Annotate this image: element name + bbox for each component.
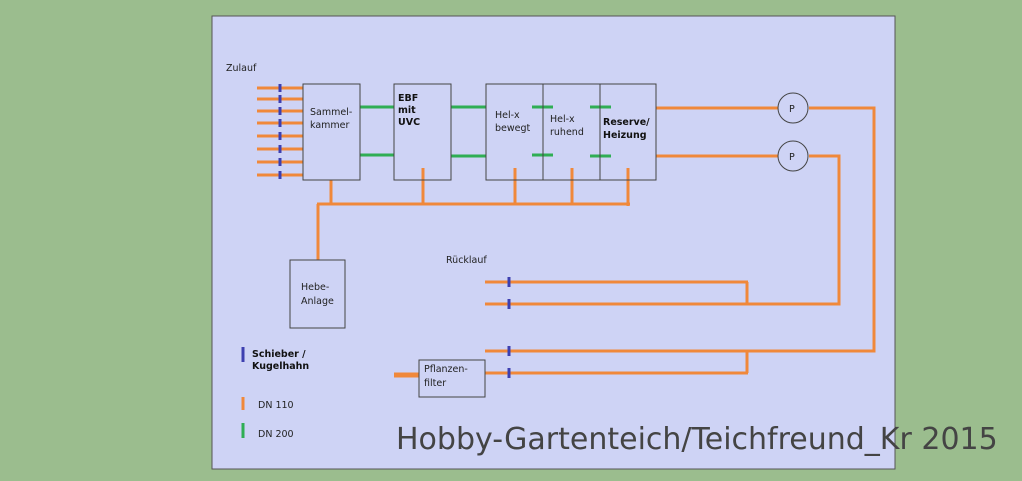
ebf-label: UVC — [398, 117, 420, 128]
pump-2 — [777, 140, 809, 172]
return-label: Rücklauf — [446, 255, 487, 266]
pump-1-label: P — [789, 104, 795, 115]
pump1-return-pipe — [485, 106, 876, 353]
diagram-panel — [211, 15, 896, 470]
lift-station-box — [289, 259, 346, 329]
helx-moving-label: Hel-x — [495, 110, 520, 121]
helx-moving-label: bewegt — [495, 123, 531, 134]
legend-valve-label: Kugelhahn — [252, 361, 309, 372]
plant-filter-label: filter — [424, 378, 446, 389]
ebf-uvc-box — [393, 83, 452, 181]
dn110-pipes — [257, 86, 876, 375]
helx-resting-label: ruhend — [550, 127, 584, 138]
pump-1 — [777, 92, 809, 124]
pump2-return-pipe — [485, 154, 841, 306]
ebf-label: EBF — [398, 93, 418, 104]
collection-chamber-box — [302, 83, 361, 181]
inflow-label: Zulauf — [226, 63, 257, 74]
plant-filter-label: Pflanzen- — [424, 364, 468, 375]
legend: Schieber / Kugelhahn DN 110 DN 200 — [241, 347, 309, 440]
lift-station-label: Anlage — [301, 296, 334, 307]
legend-dn110-label: DN 110 — [258, 400, 294, 411]
watermark: Hobby-Gartenteich/Teichfreund_Kr 2015 — [396, 422, 998, 457]
chamber-label: Sammel- — [310, 107, 352, 118]
ebf-label: mit — [398, 105, 416, 116]
reserve-label: Heizung — [603, 130, 647, 141]
chamber-label: kammer — [310, 120, 350, 131]
lift-station-label: Hebe- — [301, 282, 329, 293]
helx-resting-label: Hel-x — [550, 114, 575, 125]
legend-valve-label: Schieber / — [252, 349, 306, 360]
legend-dn200-label: DN 200 — [258, 429, 294, 440]
reserve-heating-box — [599, 83, 657, 181]
pump-2-label: P — [789, 152, 795, 163]
plant-filter-box — [418, 359, 486, 398]
valves — [278, 84, 511, 378]
reserve-label: Reserve/ — [603, 117, 650, 128]
